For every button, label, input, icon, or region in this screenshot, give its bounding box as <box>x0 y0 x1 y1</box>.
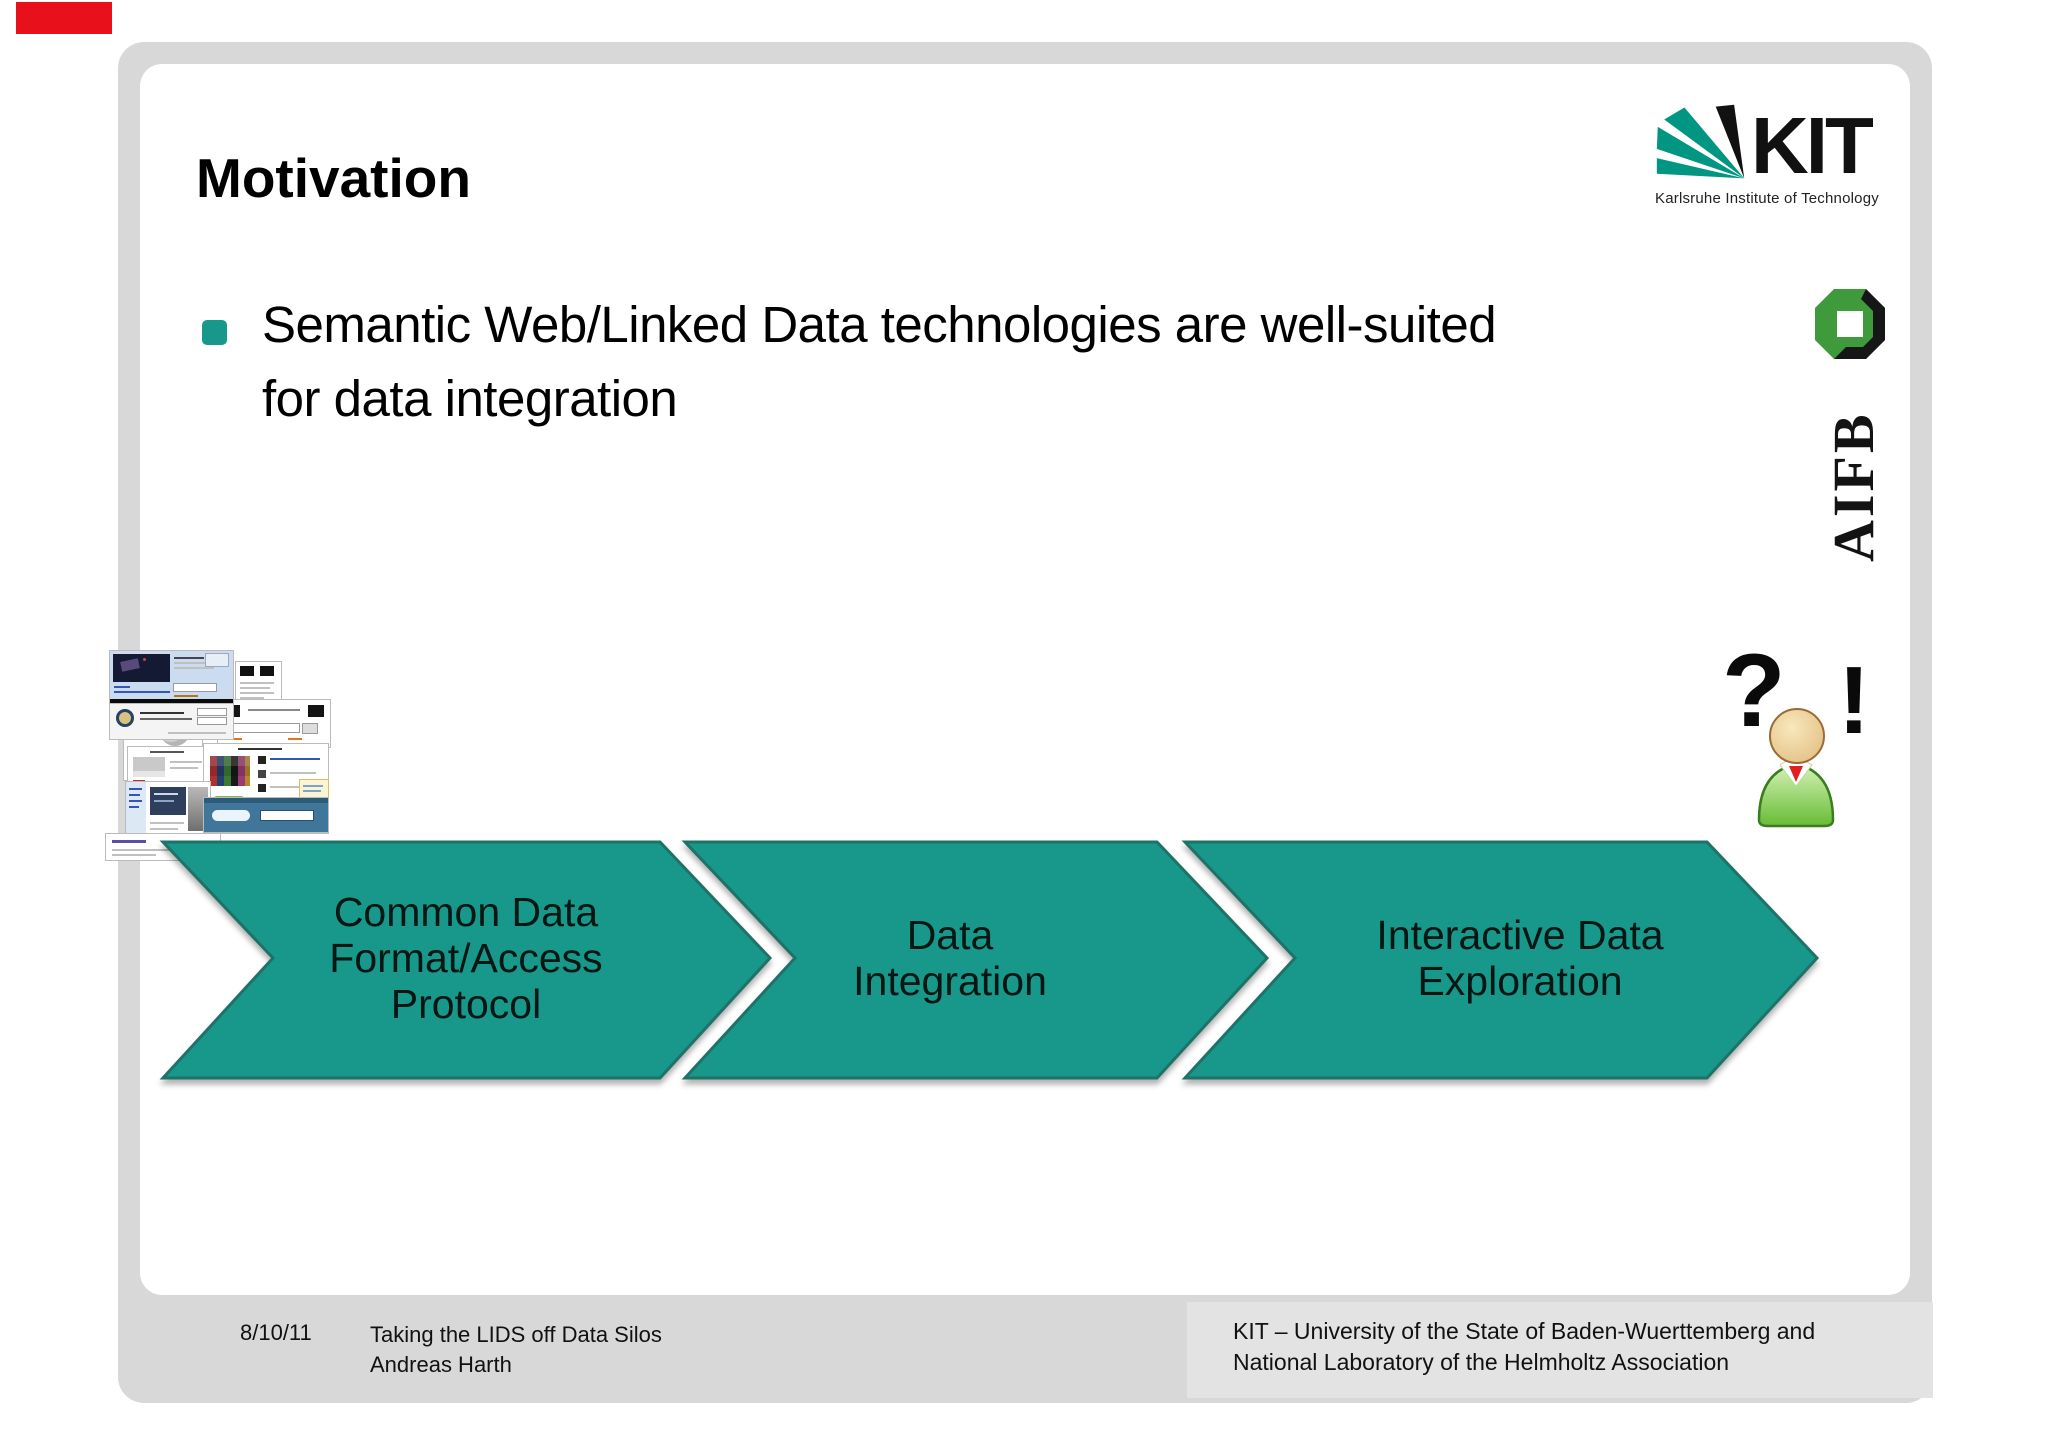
slide-title: Motivation <box>196 147 471 209</box>
footer-date: 8/10/11 <box>240 1320 312 1345</box>
footer-title-block: Taking the LIDS off Data Silos Andreas H… <box>370 1320 662 1380</box>
bullet-text: Semantic Web/Linked Data technologies ar… <box>262 296 1497 427</box>
footer-presentation-title: Taking the LIDS off Data Silos <box>370 1322 662 1347</box>
collage-window-portal <box>126 782 210 834</box>
collage-window-small-page <box>236 662 281 706</box>
person-icon <box>1757 708 1835 828</box>
exclamation-mark: ! <box>1838 647 1870 754</box>
footer-affiliation-panel: KIT – University of the State of Baden-W… <box>1187 1302 1933 1398</box>
chevron-step-1 <box>159 840 773 1080</box>
slide-canvas <box>140 64 1910 1295</box>
collage-window-search-page <box>218 700 330 747</box>
footer-affiliation-line1: KIT – University of the State of Baden-W… <box>1233 1318 1816 1344</box>
collage-window-photo-page <box>128 747 208 784</box>
collage-window-news <box>110 651 233 704</box>
aifb-octagon-icon <box>1815 289 1885 359</box>
collage-window-fbi <box>110 704 233 739</box>
kit-tagline: Karlsruhe Institute of Technology <box>1655 190 1879 207</box>
bullet-marker <box>202 320 227 345</box>
chevron-step-2 <box>681 840 1270 1080</box>
red-corner-bar <box>16 2 112 34</box>
chevron-step-3 <box>1181 840 1820 1080</box>
footer-affiliation-line2: National Laboratory of the Helmholtz Ass… <box>1233 1349 1730 1375</box>
footer-author: Andreas Harth <box>370 1352 512 1377</box>
kit-acronym: KIT <box>1751 101 1874 190</box>
kit-logo-row: KIT <box>1655 98 1895 190</box>
kit-logo: KIT Karlsruhe Institute of Technology <box>1655 98 1895 216</box>
kit-fan-icon <box>1656 104 1745 179</box>
collage-window-twitter <box>204 798 328 832</box>
aifb-logo: AIFB <box>1806 286 1906 586</box>
